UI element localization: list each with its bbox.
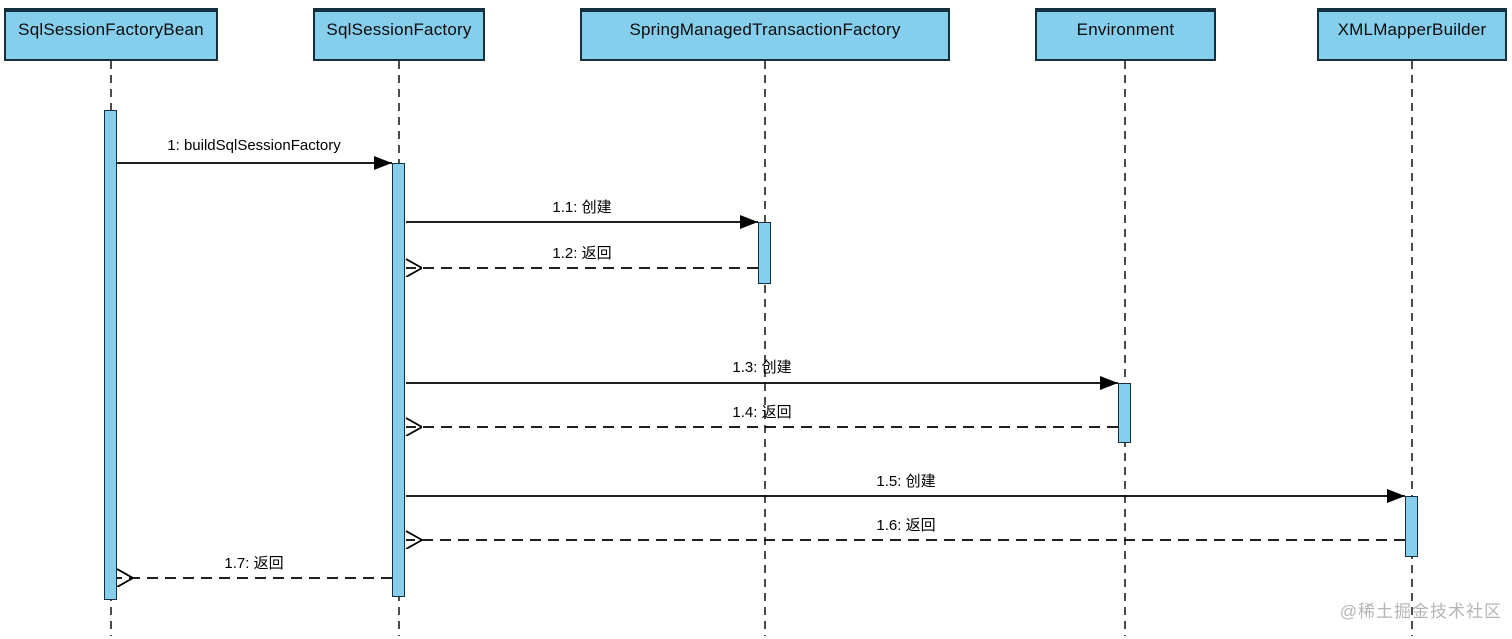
actor-sqlsessionfactorybean: SqlSessionFactoryBean	[4, 8, 218, 61]
activation-sqlsessionfactory	[392, 163, 405, 597]
message-1-4-label: 1.4: 返回	[732, 404, 792, 421]
activation-environment	[1118, 383, 1131, 443]
message-1-6-label: 1.6: 返回	[876, 517, 936, 534]
actor-environment: Environment	[1035, 8, 1216, 61]
activation-springmanagedtransactionfactory	[758, 222, 771, 284]
message-1-2-label: 1.2: 返回	[552, 245, 612, 262]
message-1-label: 1: buildSqlSessionFactory	[167, 137, 341, 154]
activation-sqlsessionfactorybean	[104, 110, 117, 600]
actor-label: Environment	[1076, 19, 1175, 39]
actor-label: SqlSessionFactory	[326, 19, 472, 39]
message-1-5-label: 1.5: 创建	[876, 473, 936, 490]
juejin-watermark: @稀土掘金技术社区	[1339, 602, 1502, 621]
message-1-1-label: 1.1: 创建	[552, 199, 612, 216]
message-1-3-label: 1.3: 创建	[732, 359, 792, 376]
activation-xmlmapperbuilder	[1405, 496, 1418, 557]
actor-label: XMLMapperBuilder	[1337, 19, 1487, 39]
actor-label: SqlSessionFactoryBean	[18, 19, 204, 39]
actor-xmlmapperbuilder: XMLMapperBuilder	[1317, 8, 1507, 61]
actor-label: SpringManagedTransactionFactory	[629, 19, 901, 39]
actor-sqlsessionfactory: SqlSessionFactory	[313, 8, 485, 61]
actor-springmanagedtransactionfactory: SpringManagedTransactionFactory	[580, 8, 950, 61]
message-1-7-label: 1.7: 返回	[224, 555, 284, 572]
